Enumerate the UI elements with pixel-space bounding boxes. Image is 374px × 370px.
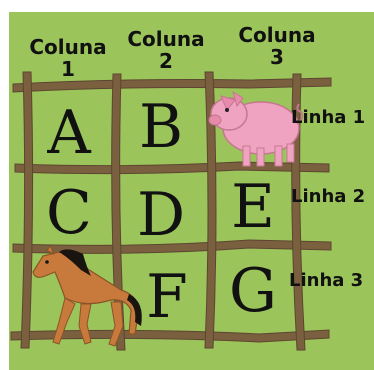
column-title: Coluna [18,36,118,58]
column-header-1: Coluna 1 [18,36,118,80]
cell-letter-a: A [23,98,115,168]
column-header-3: Coluna 3 [227,24,327,68]
row-header-2: Linha 2 [291,186,365,207]
row-header-1: Linha 1 [291,107,365,128]
cell-letter-b: B [115,92,207,162]
cell-letter-g: G [207,256,299,326]
column-number: 1 [18,58,118,80]
column-number: 2 [116,50,216,72]
column-title: Coluna [227,24,327,46]
farm-grid-board: Coluna 1 Coluna 2 Coluna 3 Linha 1 Linha… [9,12,374,370]
row-header-3: Linha 3 [289,270,363,291]
column-number: 3 [227,46,327,68]
cell-letter-e: E [207,172,299,242]
cell-letter-d: D [115,180,207,250]
cell-letter-f: F [121,262,213,332]
pig-picture [209,92,302,166]
cell-letter-c: C [23,178,115,248]
column-header-2: Coluna 2 [116,28,216,72]
column-title: Coluna [116,28,216,50]
